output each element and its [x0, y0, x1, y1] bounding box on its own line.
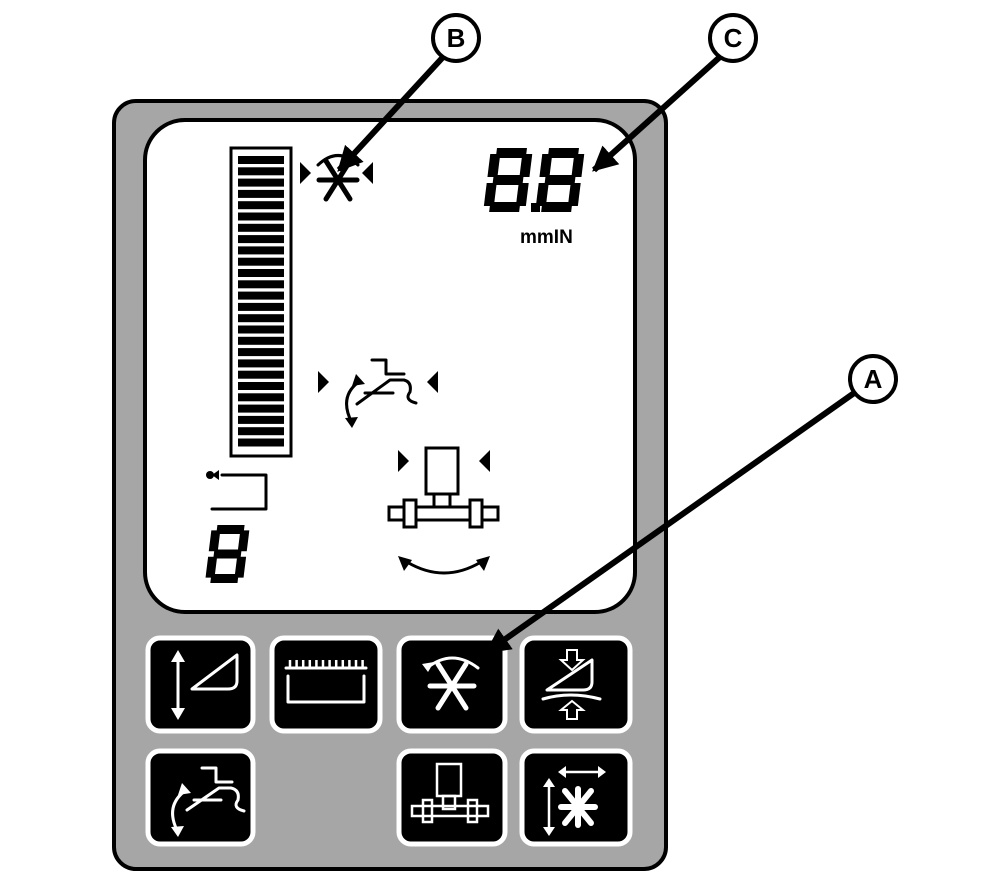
digit-segment-e — [483, 183, 497, 206]
digit-segment-g — [213, 549, 242, 559]
bar-segment — [238, 370, 284, 379]
lateral-float-key[interactable] — [396, 748, 508, 847]
digit-segment-c — [515, 183, 529, 206]
speed-readout: mmIN — [483, 148, 585, 248]
bar-segment — [238, 189, 284, 198]
svg-text:A: A — [864, 364, 883, 394]
bar-segment — [238, 393, 284, 402]
digit-segment-d — [210, 574, 239, 583]
bar-segment — [238, 427, 284, 436]
bar-segment — [238, 212, 284, 221]
return-to-position-icon — [206, 470, 268, 511]
header-height-key[interactable] — [145, 635, 256, 734]
svg-text:B: B — [447, 23, 466, 53]
bar-segment — [238, 359, 284, 368]
header-height-key-icon — [171, 650, 239, 720]
bar-segment — [238, 382, 284, 390]
reel-position-key-icon — [543, 766, 606, 836]
bar-segment — [238, 167, 284, 176]
bar-segment — [238, 438, 284, 447]
lateral-float-key-icon — [410, 762, 490, 824]
bar-segment — [238, 415, 284, 424]
bar-segment — [238, 223, 284, 232]
digit-segment-f — [487, 154, 501, 177]
bar-segment — [238, 325, 284, 334]
speed-unit: mmIN — [520, 227, 573, 248]
bar-segment — [238, 156, 284, 164]
digit-segment-b — [571, 154, 585, 177]
bar-graph-icon — [229, 146, 293, 458]
reel-speed-key[interactable] — [396, 635, 508, 734]
bar-segment — [238, 269, 284, 277]
callout-c: C — [708, 13, 758, 63]
bar-segment — [238, 404, 284, 413]
digit-segment-b — [237, 530, 250, 552]
bar-segment — [238, 291, 284, 300]
bar-segment — [238, 348, 284, 357]
digit-segment-f — [208, 530, 221, 552]
lateral-float-icon — [387, 446, 500, 575]
digit-segment-c — [567, 183, 581, 206]
svg-text:C: C — [724, 23, 743, 53]
digit-segment-d — [541, 202, 573, 212]
digit-segment-e — [535, 183, 549, 206]
digit-segment-g — [492, 175, 524, 185]
callout-a-leader — [484, 388, 859, 655]
bar-segment — [238, 314, 284, 323]
callout-a: A — [848, 354, 898, 404]
header-tilt-icon — [318, 358, 438, 428]
callout-b: B — [431, 13, 481, 63]
digit-segment-b — [519, 154, 533, 177]
bar-segment — [238, 257, 284, 266]
cutterbar-key-icon — [284, 660, 368, 704]
digit-segment-a — [495, 148, 527, 158]
ground-pressure-key-icon — [541, 649, 602, 720]
bar-segment — [238, 201, 284, 210]
position-digit — [205, 525, 250, 583]
bar-segment — [238, 178, 284, 187]
bar-segment — [238, 280, 284, 289]
reel-position-key[interactable] — [519, 748, 633, 847]
reel-speed-key-icon — [422, 656, 480, 711]
callout-c-leader — [591, 53, 724, 173]
cutterbar-key[interactable] — [269, 635, 383, 734]
bar-segment — [238, 246, 284, 255]
header-tilt-key[interactable] — [145, 748, 256, 847]
bar-segment — [238, 302, 284, 311]
digit-segment-a — [547, 148, 579, 158]
bar-segment — [238, 235, 284, 244]
bar-segment — [238, 336, 284, 345]
digit-segment-a — [216, 525, 245, 534]
digit-segment-e — [205, 556, 218, 578]
decimal-point — [531, 203, 540, 212]
digit-segment-g — [544, 175, 576, 185]
digit-segment-f — [539, 154, 553, 177]
digit-segment-c — [234, 556, 247, 578]
header-tilt-key-icon — [171, 766, 246, 837]
callout-b-leader — [336, 53, 447, 173]
digit-segment-d — [489, 202, 521, 212]
ground-pressure-key[interactable] — [519, 635, 633, 734]
